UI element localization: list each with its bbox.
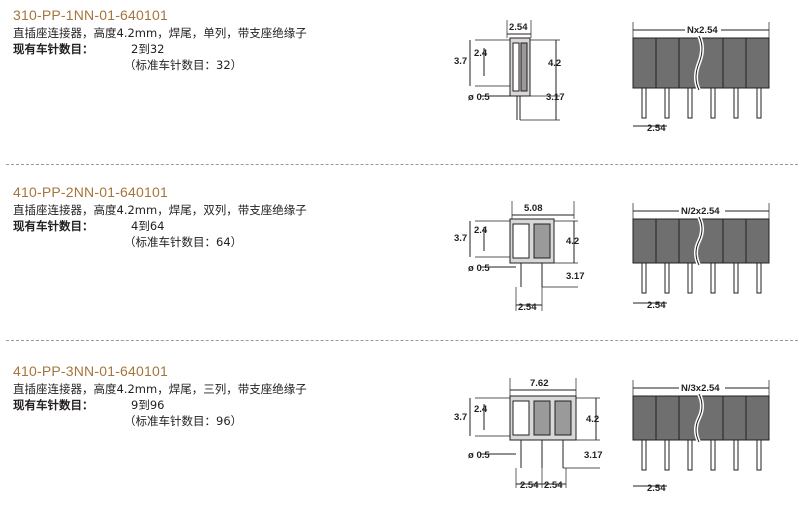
product-section-2: 410-PP-2NN-01-640101 直插座连接器，高度4.2mm，焊尾，双… [0, 177, 800, 349]
product-description: 直插座连接器，高度4.2mm，焊尾，三列，带支座绝缘子 [13, 382, 307, 396]
dim-inner-height: 2.4 [474, 404, 488, 415]
pin-count-row: 现有车针数目： 2到32 [13, 41, 164, 57]
dim-front-width: Nx2.54 [687, 25, 718, 36]
front-view-drawing: Nx2.54 2.54 [632, 22, 770, 134]
dim-front-pitch: 2.54 [647, 300, 666, 311]
pin-count-label: 现有车针数目： [13, 42, 94, 56]
pin-count-value: 4到64 [131, 219, 165, 233]
dim-front-pitch: 2.54 [647, 483, 666, 494]
dim-top-pitch: 5.08 [524, 203, 543, 214]
pin-count-row: 现有车针数目： 4到64 [13, 218, 164, 234]
standard-pin-note: （标准车针数目：64） [124, 235, 243, 249]
dim-front-width: N/2x2.54 [681, 206, 720, 217]
dim-right-height: 4.2 [586, 414, 599, 425]
dim-row-pitch: 2.54 [518, 302, 537, 313]
dim-right-height: 4.2 [548, 58, 561, 69]
dim-pin-diameter: ø 0.5 [468, 263, 490, 274]
dim-row-pitch-b: 2.54 [544, 480, 563, 491]
pin-count-value: 2到32 [131, 42, 165, 56]
side-view-drawing: 2.54 3.7 2.4 4.2 3.17 ø 0.5 [454, 20, 565, 121]
pin-count-label: 现有车针数目： [13, 219, 94, 233]
dim-tail-length: 3.17 [584, 450, 603, 461]
dim-inner-height: 2.4 [474, 225, 488, 236]
dim-tail-length: 3.17 [566, 271, 585, 282]
dim-right-height: 4.2 [566, 236, 579, 247]
side-view-drawing: 7.62 3.7 2.4 4.2 3.17 ø 0.5 2.54 2.54 [454, 378, 603, 491]
pin-count-row: 现有车针数目： 9到96 [13, 397, 164, 413]
standard-pin-note: （标准车针数目：32） [124, 58, 243, 72]
front-view-drawing: N/3x2.54 2.54 [632, 380, 770, 494]
product-description: 直插座连接器，高度4.2mm，焊尾，单列，带支座绝缘子 [13, 26, 307, 40]
dim-pin-diameter: ø 0.5 [468, 450, 490, 461]
dim-total-height: 3.7 [454, 56, 467, 67]
product-section-3: 410-PP-3NN-01-640101 直插座连接器，高度4.2mm，焊尾，三… [0, 356, 800, 528]
dim-top-pitch: 2.54 [509, 22, 528, 33]
part-number: 410-PP-3NN-01-640101 [13, 363, 168, 379]
part-number: 310-PP-1NN-01-640101 [13, 7, 168, 23]
dim-tail-length: 3.17 [546, 92, 565, 103]
standard-pin-note: （标准车针数目：96） [124, 414, 243, 428]
dim-front-width: N/3x2.54 [681, 383, 720, 394]
dim-row-pitch-a: 2.54 [520, 480, 539, 491]
product-section-1: 310-PP-1NN-01-640101 直插座连接器，高度4.2mm，焊尾，单… [0, 0, 800, 172]
dim-total-height: 3.7 [454, 412, 467, 423]
dim-inner-height: 2.4 [474, 48, 488, 59]
product-description: 直插座连接器，高度4.2mm，焊尾，双列，带支座绝缘子 [13, 203, 307, 217]
section-divider [6, 164, 798, 165]
section-divider [6, 340, 798, 341]
dim-total-height: 3.7 [454, 233, 467, 244]
pin-count-value: 9到96 [131, 398, 165, 412]
front-view-drawing: N/2x2.54 2.54 [632, 203, 770, 311]
dim-front-pitch: 2.54 [647, 123, 666, 134]
part-number: 410-PP-2NN-01-640101 [13, 184, 168, 200]
dim-top-pitch: 7.62 [530, 378, 549, 389]
pin-count-label: 现有车针数目： [13, 398, 94, 412]
side-view-drawing: 5.08 3.7 2.4 4.2 3.17 ø 0.5 2.54 [454, 201, 585, 313]
dim-pin-diameter: ø 0.5 [468, 92, 490, 103]
